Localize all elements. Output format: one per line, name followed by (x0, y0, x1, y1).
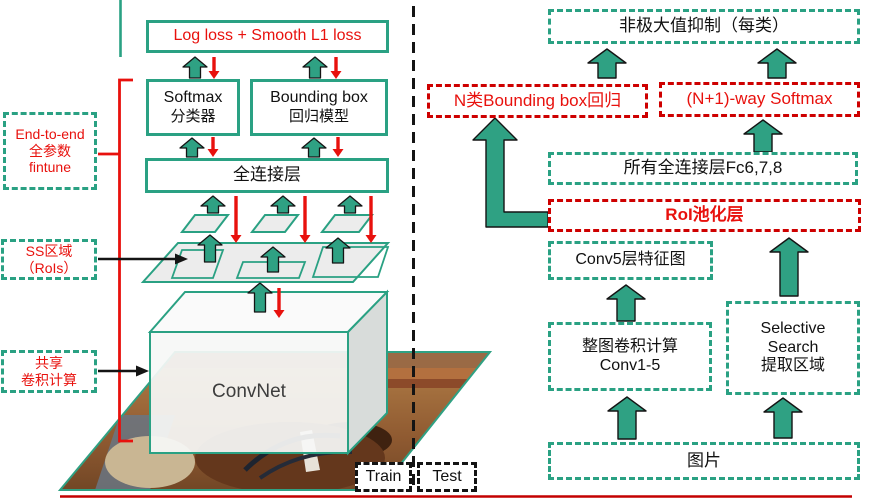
up-arrow-icon (607, 396, 647, 440)
softmax-classifier-line1: Softmax (163, 89, 223, 107)
roi-feature-parallelogram-3 (319, 214, 375, 233)
cuboid-front-face (149, 331, 349, 454)
up-arrow-icon (325, 237, 351, 264)
fc-layer-box: 全连接层 (145, 158, 389, 193)
whole-image-conv-box: 整图卷积计算 Conv1-5 (548, 322, 712, 391)
up-arrow-icon (606, 284, 646, 322)
softmax-classifier-line2: 分类器 (170, 108, 216, 126)
conv5-box: Conv5层特征图 (548, 241, 713, 280)
rois-label: SS区域 （RoIs） (1, 239, 97, 280)
up-arrow-icon (769, 237, 809, 297)
selective-search-box: Selective Search 提取区域 (726, 301, 860, 395)
n1-softmax-box: (N+1)-way Softmax (659, 82, 860, 117)
up-arrow-icon (247, 282, 273, 313)
up-arrow-icon (182, 56, 208, 79)
photo-border (57, 351, 493, 491)
loss-label: Log loss + Smooth L1 loss (173, 27, 362, 45)
cuboid-top-face (147, 291, 390, 333)
convnet-cuboid (147, 289, 390, 456)
softmax-classifier-box: Softmax 分类器 (146, 79, 240, 136)
nclass-bbox-box: N类Bounding box回归 (427, 84, 648, 118)
fc678-box: 所有全连接层Fc6,7,8 (548, 152, 858, 185)
shared-conv-label: 共享 卷积计算 (1, 350, 97, 393)
convnet-label: ConvNet (212, 381, 286, 403)
up-arrow-icon (200, 195, 226, 214)
loss-box: Log loss + Smooth L1 loss (146, 20, 389, 53)
down-arrow-icon (330, 57, 342, 79)
up-arrow-icon (302, 56, 328, 79)
down-arrow-icon (273, 288, 285, 318)
finetune-label: End-to-end 全参数 fintune (3, 112, 97, 190)
image-box: 图片 (548, 442, 860, 480)
up-arrow-icon (260, 246, 286, 273)
down-arrow-icon (208, 57, 220, 79)
roi-feature-parallelogram-1 (179, 214, 231, 233)
roi-feature-parallelogram-2 (249, 214, 301, 233)
up-arrow-icon (301, 137, 327, 158)
pointer-arrow-icon (98, 253, 188, 265)
up-arrow-icon (763, 397, 803, 439)
pointer-arrow-icon (98, 365, 149, 377)
bbox-regression-line1: Bounding box (270, 89, 368, 107)
bbox-regression-box: Bounding box 回归模型 (250, 79, 388, 136)
roi-region-outline-2 (235, 261, 307, 279)
train-badge: Train (355, 462, 412, 492)
down-arrow-icon (230, 196, 242, 243)
up-arrow-icon (270, 195, 296, 214)
test-badge: Test (417, 462, 477, 492)
up-arrow-icon (179, 137, 205, 158)
finetune-scope-brace (98, 78, 133, 443)
nms-box: 非极大值抑制（每类） (548, 9, 860, 44)
up-arrow-icon (757, 48, 797, 79)
up-arrow-icon (197, 234, 223, 263)
up-arrow-icon (587, 48, 627, 79)
up-arrow-icon (743, 119, 783, 153)
down-arrow-icon (365, 196, 377, 243)
roi-region-outline-3 (311, 246, 390, 278)
elbow-arrow-icon (472, 117, 549, 228)
down-arrow-icon (207, 137, 219, 157)
down-arrow-icon (299, 196, 311, 243)
roi-pooling-box: RoI池化层 (548, 199, 861, 232)
fc-layer-label: 全连接层 (233, 165, 301, 185)
bbox-regression-line2: 回归模型 (288, 108, 349, 126)
up-arrow-icon (337, 195, 363, 214)
down-arrow-icon (332, 137, 344, 157)
